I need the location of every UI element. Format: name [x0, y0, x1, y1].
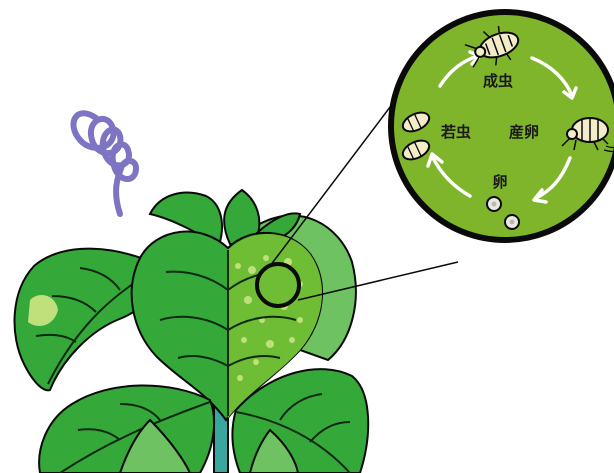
- label-oviposition: 産卵: [509, 123, 539, 141]
- label-nymph: 若虫: [440, 123, 471, 141]
- label-egg: 卵: [492, 173, 507, 191]
- label-adult: 成虫: [483, 72, 513, 90]
- magnify-spot: [257, 264, 299, 306]
- spiral-icon: [73, 113, 136, 214]
